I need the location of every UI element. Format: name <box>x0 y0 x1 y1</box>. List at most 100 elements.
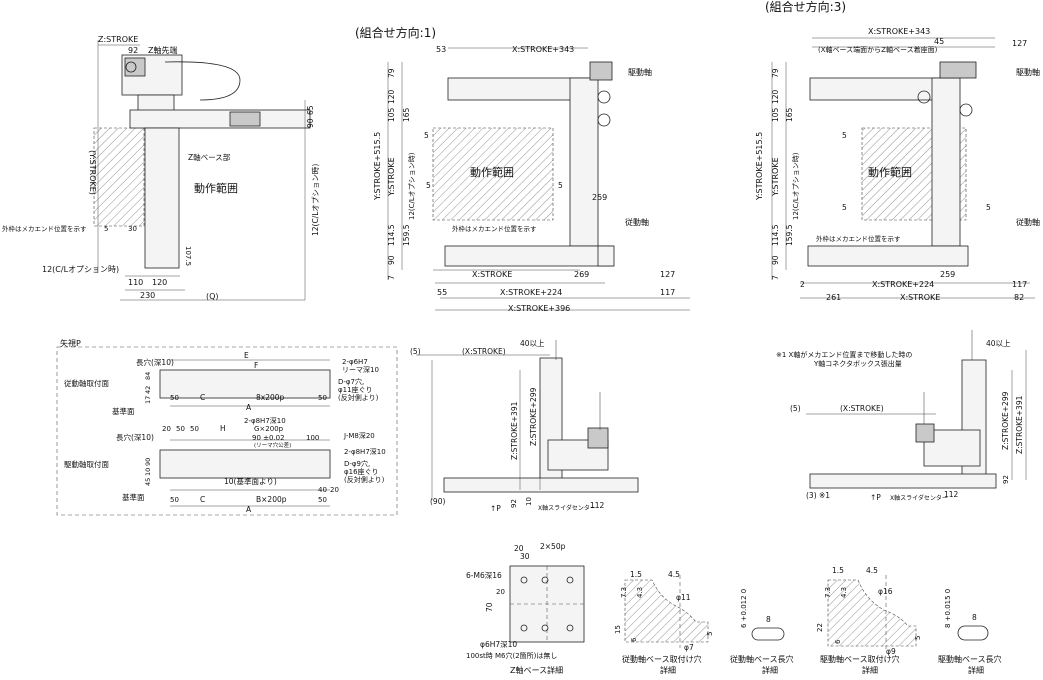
dir1-label-25: X:STROKE+224 <box>500 288 562 297</box>
drivenhole-caption-2: 詳細 <box>660 665 676 675</box>
zbase-hole-icon-1 <box>520 576 528 584</box>
detail-z-base: 20 30 2×50p 6-M6深16 20 70 φ6H7深10 100st時… <box>466 542 585 675</box>
dir3-label-3: (X軸ベース端面からZ軸ベース着座面) <box>818 45 938 54</box>
arrowp-label-43: B×200p <box>256 495 287 504</box>
dir1-label-26: 117 <box>660 288 675 297</box>
left-label-8: 30 <box>128 225 137 233</box>
dir3-label-7: 105 <box>771 107 780 122</box>
arrowp-label-41: 50 <box>170 496 179 504</box>
arrowp-label-24: H <box>220 424 226 433</box>
side1-label-0: (5) <box>410 347 421 356</box>
arrowp-label-21: 20 <box>162 425 171 433</box>
side3-label-10: X軸スライダセンター <box>890 494 948 502</box>
left-y-rail <box>129 109 311 129</box>
drivenhole-label-3: 4.3 <box>636 587 644 598</box>
side1-label-6: 92 <box>510 499 518 508</box>
left-label-1: 92 <box>128 46 138 55</box>
arrowp-label-15: 8x200p <box>256 393 285 402</box>
dir3-label-22: 259 <box>940 270 955 279</box>
drivenhole-label-6: 6 <box>630 637 638 642</box>
zbase-label-4: 20 <box>496 588 505 596</box>
dir3-label-12: 12(C/Lオプション時) <box>792 152 800 220</box>
side3-label-5: Z:STROKE+299 <box>1001 391 1010 450</box>
arrowp-label-2: 2-φ6H7 <box>342 358 368 366</box>
arrowp-label-13: 50 <box>170 394 179 402</box>
dir1-label-10: 12(C/Lオプション時) <box>408 152 416 220</box>
dir3-label-16: 従動軸 <box>1016 217 1040 227</box>
arrowp-label-9: D-φ7穴, <box>338 377 364 386</box>
drivehole-label-7: φ9 <box>886 647 896 656</box>
side1-label-7: 10 <box>525 497 533 506</box>
zbase-hole-icon-5 <box>541 624 549 632</box>
side3-label-2: 40以上 <box>986 339 1011 348</box>
side3-label-1: Y軸コネクタボックス張出量 <box>813 359 902 368</box>
arrowp-label-0: 長穴(深10) <box>136 357 174 367</box>
dir1-label-19: 90 <box>387 255 396 265</box>
dir1-label-11: 5 <box>426 181 431 190</box>
side-view-3: ※1 X軸がメカエンド位置まで移動した時の Y軸コネクタボックス張出量 40以上… <box>776 330 1027 502</box>
dir1-label-7: 5 <box>424 131 429 140</box>
dir3-label-15: 5 <box>986 203 991 212</box>
zbase-hole-icon-6 <box>566 624 574 632</box>
dir1-drive-motor <box>589 61 613 81</box>
arrowp-label-30: 駆動軸取付面 <box>64 459 109 469</box>
zbase-label-2: 2×50p <box>540 542 566 551</box>
left-label-12: 120 <box>152 278 167 287</box>
dir3-title: (組合せ方向:3) <box>765 0 846 14</box>
dir1-label-24: 55 <box>437 288 447 297</box>
drivehole-label-5: 22 <box>816 623 824 632</box>
drivehole-caption-2: 詳細 <box>862 665 878 675</box>
arrowp-label-18: 2-φ8H7深10 <box>244 416 286 425</box>
dir1-label-3: 79 <box>387 68 396 78</box>
dir1-label-6: 165 <box>402 107 411 122</box>
zbase-label-3: 6-M6深16 <box>466 571 502 580</box>
zbase-label-5: 70 <box>485 602 494 612</box>
dir3-label-8: 165 <box>785 107 794 122</box>
arrow-p-frame <box>56 346 398 516</box>
left-label-17: 12(C/Lオプション時) <box>311 164 320 236</box>
arrowp-label-45: A <box>246 505 252 514</box>
side3-connector <box>915 423 935 443</box>
arrowp-label-14: C <box>200 393 205 402</box>
side1-label-8: ↑P <box>490 504 501 513</box>
dir1-pulley-icon-b <box>597 113 611 127</box>
detail-driven-base-hole: 1.5 4.5 7.3 4.3 φ11 15 6 φ7 5 従動軸ベース取付け穴… <box>614 570 714 675</box>
left-label-15: 90 <box>306 118 315 128</box>
drivehole-label-2: 7.3 <box>824 587 832 598</box>
left-view: Z:STROKE 92 Z軸先端 Z軸ベース部 動作範囲 (Y:STROKE) … <box>2 35 320 301</box>
zbase-hole-icon-3 <box>566 576 574 584</box>
dir1-label-5: 105 <box>387 107 396 122</box>
drivehole-label-4: φ16 <box>878 587 893 596</box>
left-label-13: 230 <box>140 291 155 300</box>
dir3-label-9: 5 <box>842 131 847 140</box>
side3-x-rail <box>809 473 997 489</box>
dir3-label-28: 82 <box>1014 293 1024 302</box>
dir3-pulley-icon-a <box>917 90 931 104</box>
dir3-label-6: 120 <box>771 89 780 104</box>
driven-hole-section <box>624 579 709 643</box>
dir1-label-1: X:STROKE+343 <box>512 45 574 54</box>
driveslot-caption-1: 駆動軸ベース長穴 <box>938 654 1002 664</box>
side3-label-6: Z:STROKE+391 <box>1015 395 1024 454</box>
dir1-x-axis-top <box>447 77 589 101</box>
left-label-14: (Q) <box>206 292 219 301</box>
dir3-label-13: 5 <box>842 203 847 212</box>
left-label-7: 5 <box>104 225 108 233</box>
side3-label-0: ※1 X軸がメカエンド位置まで移動した時の <box>776 350 912 359</box>
zbase-hole-icon-2 <box>541 576 549 584</box>
dir1-label-16: 114.5 <box>387 224 396 246</box>
drivenhole-label-4: φ11 <box>676 593 691 602</box>
drivehole-label-1: 4.5 <box>866 566 878 575</box>
dir1-label-2: 駆動軸 <box>628 67 652 77</box>
arrowp-label-5: 従動軸取付面 <box>64 378 109 388</box>
dir1-view: (組合せ方向:1) 53 X:STROKE+343 駆動軸 79 120 105… <box>355 25 690 313</box>
left-label-4: 動作範囲 <box>194 181 238 195</box>
dir3-label-27: X:STROKE <box>900 293 940 302</box>
zbase-label-7: 100st時 M6穴(2箇所)は無し <box>466 651 557 660</box>
arrowp-label-12: 基準面 <box>112 406 135 416</box>
arrowp-label-11: (反対側より) <box>338 393 379 402</box>
arrowp-drive-base <box>159 449 331 479</box>
dir3-label-17: 114.5 <box>771 224 780 246</box>
arrowp-label-3: リーマ深10 <box>342 365 379 374</box>
